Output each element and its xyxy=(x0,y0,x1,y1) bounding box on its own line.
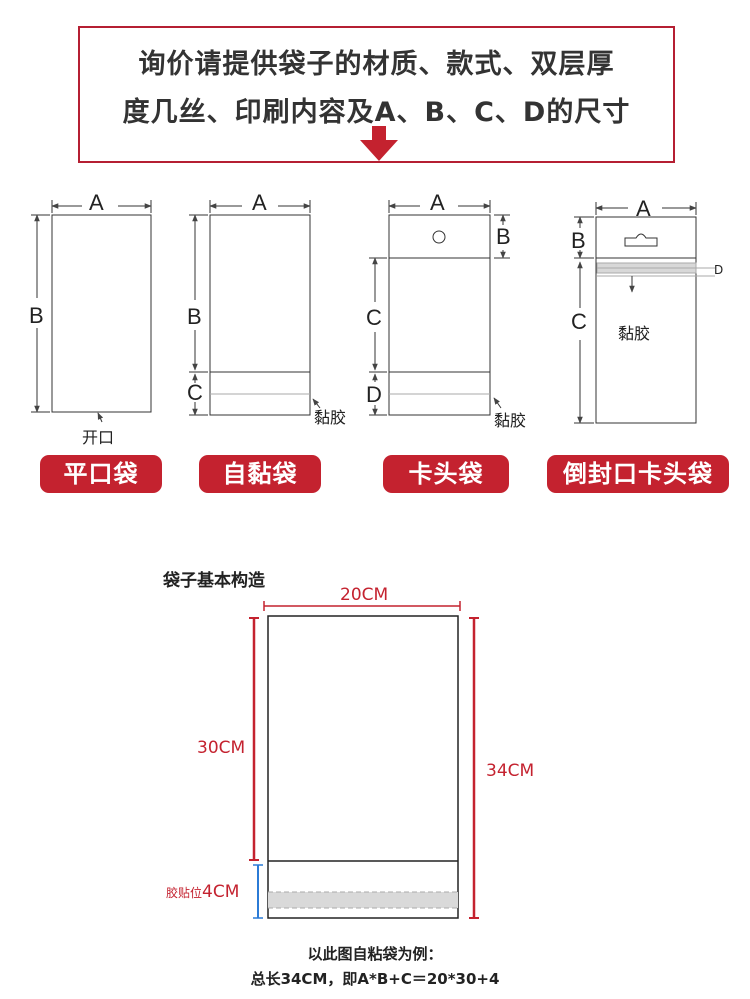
bag2-note: 黏胶 xyxy=(314,408,347,427)
bag-types-diagram xyxy=(31,200,715,424)
bag3-label-b: B xyxy=(496,224,511,249)
bag-type-flat-pill: 平口袋 xyxy=(40,455,162,493)
bag1-outline xyxy=(51,214,152,413)
bag2-outline xyxy=(209,214,311,416)
header-line-1: 询价请提供袋子的材质、款式、双层厚 xyxy=(138,49,615,80)
bag3-label-a: A xyxy=(430,190,445,215)
bag4-label-b: B xyxy=(571,228,586,253)
bag1-note: 开口 xyxy=(82,428,115,447)
glue-position-label: 胶贴位4CM xyxy=(166,882,239,902)
structure-diagram xyxy=(249,601,479,919)
height-label: 30CM xyxy=(197,738,246,758)
bag1-label-a: A xyxy=(89,190,104,215)
bag-type-self-adhesive-pill: 自黏袋 xyxy=(199,455,321,493)
bag2-label-c: C xyxy=(187,380,203,405)
width-label: 20CM xyxy=(340,585,389,605)
bag4-note: 黏胶 xyxy=(618,324,651,343)
bag-type-header-card-pill: 卡头袋 xyxy=(383,455,509,493)
bag2-label-b: B xyxy=(187,304,202,329)
bag4-label-d: D xyxy=(714,263,724,277)
bag1-label-b: B xyxy=(29,303,44,328)
total-length-label: 34CM xyxy=(486,761,535,781)
bag3-label-d: D xyxy=(366,382,382,407)
example-note-line-2: 总长34CM，即A*B+C＝20*30+4 xyxy=(250,970,500,988)
bag3-note: 黏胶 xyxy=(494,411,527,430)
down-arrow-icon xyxy=(360,126,398,161)
bag3-label-c: C xyxy=(366,305,382,330)
glue-value-text: 4CM xyxy=(202,882,240,902)
example-note-line-1: 以此图自粘袋为例： xyxy=(307,945,443,963)
bag2-label-a: A xyxy=(252,190,267,215)
bag4-outline xyxy=(595,216,697,424)
header-line-2: 度几丝、印刷内容及A、B、C、D的尺寸 xyxy=(122,97,631,128)
structure-title: 袋子基本构造 xyxy=(163,571,265,591)
bag3-outline xyxy=(388,214,491,416)
bag4-label-c: C xyxy=(571,309,587,334)
bag-type-reverse-seal-pill: 倒封口卡头袋 xyxy=(547,455,729,493)
bag4-label-a: A xyxy=(636,196,651,221)
glue-label-text: 胶贴位 xyxy=(166,886,203,900)
